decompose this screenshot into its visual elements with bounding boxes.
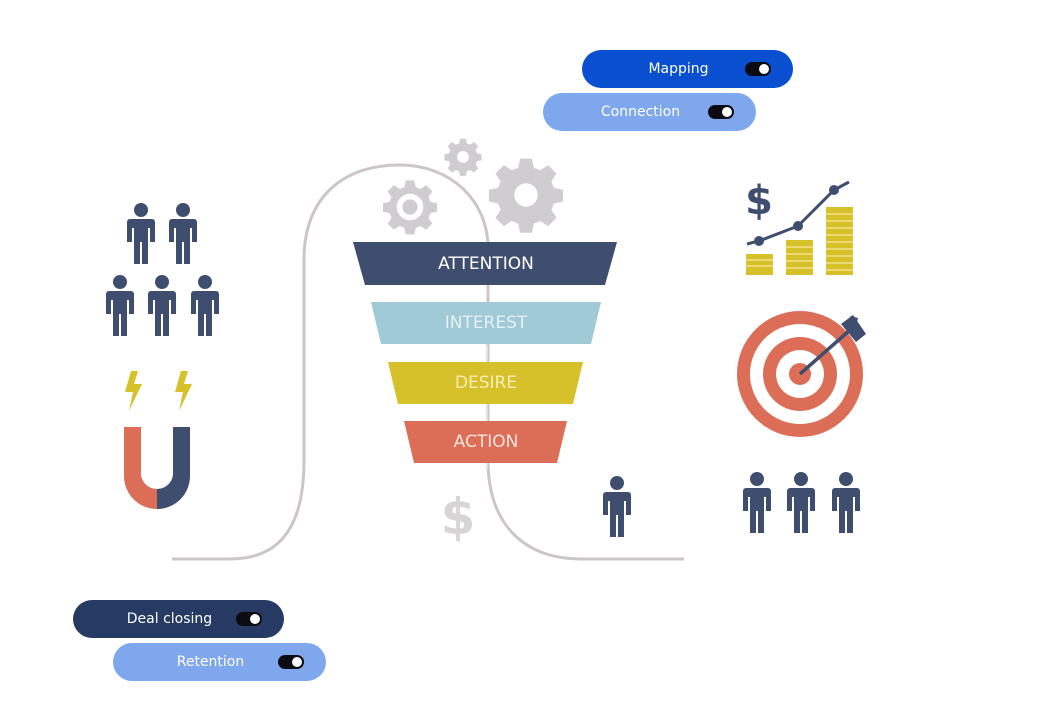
- person-icon: [603, 476, 631, 537]
- connection-toggle-label: Connection: [600, 104, 681, 120]
- gear-icon: [444, 138, 482, 176]
- toggle-switch-icon[interactable]: [278, 655, 304, 669]
- retention-toggle-label: Retention: [176, 654, 245, 670]
- flow-curve: [172, 163, 684, 561]
- mapping-toggle-label: Mapping: [648, 61, 709, 77]
- dollar-icon: $: [441, 488, 476, 546]
- lightning-icon: [175, 371, 192, 411]
- funnel-stage-attention: ATTENTION: [353, 242, 617, 285]
- lightning-icon: [125, 371, 142, 411]
- magnet-icon: [124, 427, 190, 509]
- toggle-switch-icon[interactable]: [236, 612, 262, 626]
- gear-icon: [488, 158, 564, 233]
- deal-closing-toggle[interactable]: Deal closing: [73, 600, 284, 638]
- toggle-switch-icon[interactable]: [708, 105, 734, 119]
- connection-toggle[interactable]: Connection: [543, 93, 756, 131]
- funnel: ATTENTION INTEREST DESIRE ACTION: [353, 242, 617, 463]
- dollar-icon: $: [745, 178, 773, 224]
- gear-icon: [382, 180, 438, 235]
- people-icon: [106, 203, 219, 336]
- retention-toggle[interactable]: Retention: [113, 643, 326, 681]
- mapping-toggle[interactable]: Mapping: [582, 50, 793, 88]
- funnel-stage-desire: DESIRE: [388, 362, 583, 404]
- deal-closing-toggle-label: Deal closing: [126, 611, 213, 627]
- toggle-switch-icon[interactable]: [745, 62, 771, 76]
- funnel-stage-interest: INTEREST: [371, 302, 601, 344]
- growth-chart-icon: $: [745, 178, 853, 275]
- people-icon: [743, 472, 860, 533]
- funnel-stage-action: ACTION: [404, 421, 567, 463]
- dart-icon: [798, 315, 866, 376]
